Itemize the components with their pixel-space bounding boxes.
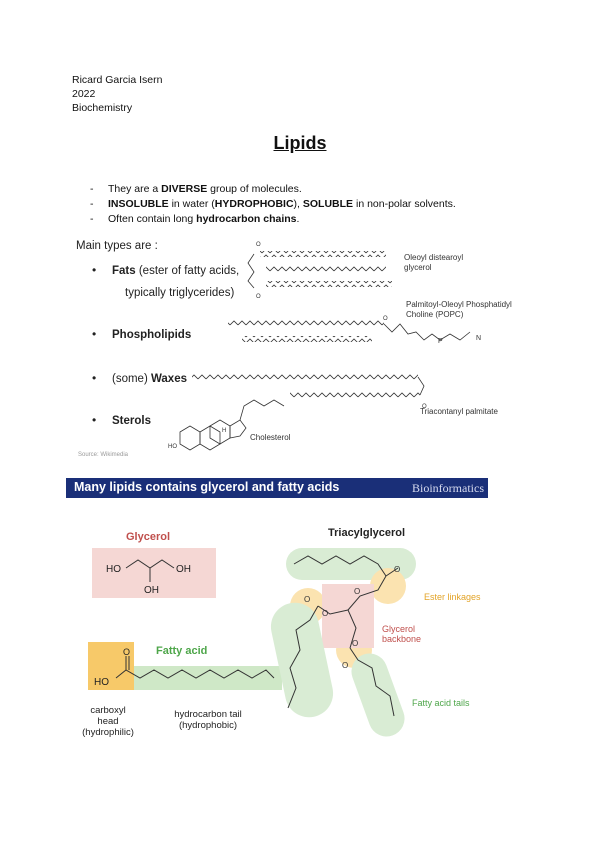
bullet-text-segment: ), bbox=[293, 198, 303, 210]
svg-text:HO: HO bbox=[168, 444, 177, 450]
fatty-acid-title: Fatty acid bbox=[156, 645, 207, 657]
triglyceride-structure: O O bbox=[247, 242, 392, 300]
bullet-text-segment: HYDROPHOBIC bbox=[214, 198, 294, 210]
section-banner: Many lipids contains glycerol and fatty … bbox=[66, 478, 488, 498]
glycerol-title: Glycerol bbox=[126, 531, 170, 543]
bullet-text-segment: . bbox=[296, 213, 300, 225]
tail-label-2: (hydrophobic) bbox=[179, 720, 237, 731]
ester-o-4: O bbox=[304, 595, 310, 604]
carboxyl-label-3: (hydrophilic) bbox=[82, 727, 134, 738]
page-title: Lipids bbox=[273, 133, 327, 153]
phospholipids-label: Phospholipids bbox=[112, 329, 191, 341]
backbone-label-2: backbone bbox=[382, 634, 421, 644]
author-name: Ricard Garcia Isern bbox=[72, 74, 163, 86]
bullet-list: -They are a DIVERSE group of molecules.-… bbox=[90, 182, 456, 227]
svg-text:H: H bbox=[222, 428, 226, 434]
bullet-text-segment: DIVERSE bbox=[161, 183, 208, 195]
svg-text:N: N bbox=[476, 335, 481, 342]
svg-text:O: O bbox=[383, 316, 388, 322]
ester-o-1: O bbox=[394, 565, 400, 574]
bullet-text-segment: They are a bbox=[108, 183, 162, 195]
document-subject: Biochemistry bbox=[72, 102, 133, 114]
glycerol-oh-bottom: OH bbox=[144, 585, 159, 596]
cholesterol-structure: HO H bbox=[168, 399, 285, 451]
bullet-text-segment: in water ( bbox=[168, 198, 215, 210]
tag-label-line1: Oleoyl distearoyl bbox=[404, 253, 463, 262]
sterols-label: Sterols bbox=[112, 415, 151, 427]
carboxyl-label-1: carboxyl bbox=[90, 705, 125, 716]
tail-highlight bbox=[134, 666, 282, 690]
triacylglycerol-title: Triacylglycerol bbox=[328, 527, 405, 539]
glycerol-fatty-acid-figure: Glycerol HO OH OH Fatty acid O HO carbox… bbox=[82, 527, 481, 738]
tail-label-1: hydrocarbon tail bbox=[174, 709, 242, 720]
carboxyl-label-2: head bbox=[97, 716, 118, 727]
wax-structure: O bbox=[192, 374, 427, 410]
ester-o-5: O bbox=[352, 639, 358, 648]
bullet-dot: • bbox=[92, 327, 96, 341]
glycerol-ho: HO bbox=[106, 564, 121, 575]
bullet-text-segment: INSOLUBLE bbox=[108, 198, 169, 210]
svg-text:P: P bbox=[438, 338, 443, 345]
bullet-text-segment: in non-polar solvents. bbox=[353, 198, 456, 210]
fats-label: Fats (ester of fatty acids, bbox=[112, 265, 239, 277]
glycerol-oh-right: OH bbox=[176, 564, 191, 575]
bullet-dash: - bbox=[90, 198, 94, 210]
main-types-intro: Main types are : bbox=[76, 240, 158, 252]
popc-label-line1: Palmitoyl-Oleoyl Phosphatidyl bbox=[406, 300, 512, 309]
ester-o-6: O bbox=[342, 661, 348, 670]
ester-o-2: O bbox=[354, 587, 360, 596]
banner-title: Many lipids contains glycerol and fatty … bbox=[74, 480, 340, 494]
glycerol-structure bbox=[125, 559, 175, 582]
glycerol-highlight bbox=[92, 548, 216, 598]
bullet-dot: • bbox=[92, 371, 96, 385]
ester-o-3: O bbox=[322, 609, 328, 618]
ester-linkages-label: Ester linkages bbox=[424, 592, 481, 602]
fatty-acid-structure bbox=[115, 656, 275, 679]
bullet-text-segment: hydrocarbon chains bbox=[196, 213, 297, 225]
cholesterol-label: Cholesterol bbox=[250, 433, 291, 442]
bullet-text-segment: SOLUBLE bbox=[302, 198, 354, 210]
bullet-dot: • bbox=[92, 263, 96, 277]
bullet-dot: • bbox=[92, 413, 96, 427]
triacylglycerol-structure bbox=[287, 555, 399, 717]
backbone-label-1: Glycerol bbox=[382, 624, 415, 634]
fats-label-line2: typically triglycerides) bbox=[125, 287, 234, 299]
image-source-note: Source: Wikimedia bbox=[78, 452, 129, 458]
lipid-types-figure: Main types are : • Fats (ester of fatty … bbox=[76, 240, 512, 458]
popc-label-line2: Choline (POPC) bbox=[406, 310, 464, 319]
fatty-acid-tails-label: Fatty acid tails bbox=[412, 698, 470, 708]
svg-text:O: O bbox=[256, 242, 261, 248]
bullet-text-segment: group of molecules. bbox=[207, 183, 302, 195]
bullet-item: - They are a DIVERSE group of molecules. bbox=[90, 182, 456, 197]
svg-text:O: O bbox=[256, 294, 261, 300]
wax-label: Triacontanyl palmitate bbox=[420, 407, 499, 416]
fatty-acid-o: O bbox=[123, 647, 130, 657]
svg-text:O: O bbox=[422, 404, 427, 410]
waxes-label: (some) Waxes bbox=[112, 373, 187, 385]
bullet-item: - Often contain long hydrocarbon chains. bbox=[90, 212, 456, 227]
popc-structure: O P N bbox=[228, 316, 481, 345]
bullet-dash: - bbox=[90, 183, 94, 195]
banner-logo: Bioinformatics bbox=[412, 481, 484, 495]
bullet-dash: - bbox=[90, 213, 94, 225]
tag-label-line2: glycerol bbox=[404, 263, 432, 272]
bullet-item: - INSOLUBLE in water (HYDROPHOBIC), SOLUB… bbox=[90, 197, 456, 212]
fatty-acid-ho: HO bbox=[94, 677, 109, 688]
bullet-text-segment: Often contain long bbox=[108, 213, 197, 225]
document-year: 2022 bbox=[72, 88, 96, 100]
